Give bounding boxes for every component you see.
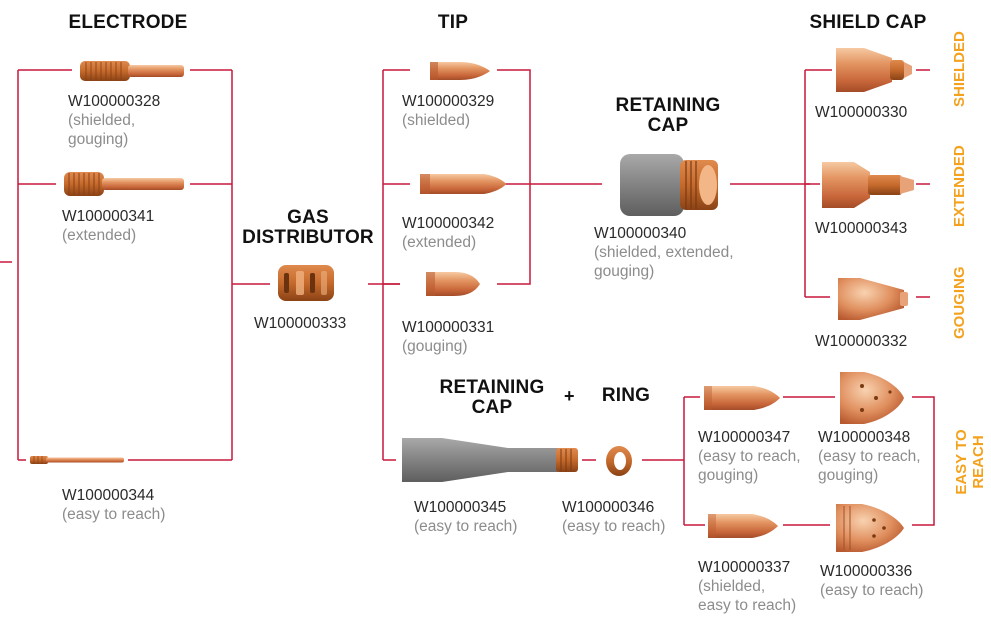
shield-cap-easy-reach-image xyxy=(834,500,910,556)
part-w333-label: W100000333 xyxy=(254,314,346,333)
part-w347-label: W100000347 (easy to reach, gouging) xyxy=(698,428,801,485)
electrode-extended-image xyxy=(62,168,188,200)
part-w330-label: W100000330 xyxy=(815,103,907,122)
part-description: (gouging) xyxy=(402,338,468,355)
label-gouging: GOUGING xyxy=(951,266,968,339)
shield-cap-gouging-image xyxy=(836,272,912,326)
label-easy-to-reach: EASY TO REACH xyxy=(953,429,987,495)
part-description: (shielded, extended, gouging) xyxy=(594,244,734,280)
part-w331-label: W100000331 (gouging) xyxy=(402,318,494,356)
part-w329-label: W100000329 (shielded) xyxy=(402,92,494,130)
part-description: (extended) xyxy=(402,234,477,251)
part-number: W100000328 xyxy=(68,93,161,110)
part-w345-label: W100000345 (easy to reach) xyxy=(414,498,517,536)
part-number: W100000336 xyxy=(820,563,913,580)
part-w343-label: W100000343 xyxy=(815,219,907,238)
part-description: (easy to reach) xyxy=(414,518,518,535)
part-description: (extended) xyxy=(62,227,137,244)
tip-gouging-image xyxy=(424,264,484,304)
label-shielded: SHIELDED xyxy=(951,31,968,107)
part-number: W100000332 xyxy=(815,333,908,350)
part-number: W100000348 xyxy=(818,429,911,446)
part-w328-label: W100000328 (shielded, gouging) xyxy=(68,92,160,149)
part-number: W100000333 xyxy=(254,315,347,332)
part-w342-label: W100000342 (extended) xyxy=(402,214,494,252)
part-description: (easy to reach) xyxy=(62,506,166,523)
part-number: W100000340 xyxy=(594,225,687,242)
part-number: W100000329 xyxy=(402,93,495,110)
tip-easy-reach-gouging-image xyxy=(702,382,782,414)
part-number: W100000342 xyxy=(402,215,495,232)
shield-cap-easy-reach-gouging-image xyxy=(838,368,908,428)
part-number: W100000344 xyxy=(62,487,155,504)
part-w340-label: W100000340 (shielded, extended, gouging) xyxy=(594,224,734,281)
part-number: W100000346 xyxy=(562,499,655,516)
header-electrode: ELECTRODE xyxy=(68,12,188,33)
electrode-short-image xyxy=(78,56,188,86)
tip-extended-image xyxy=(418,168,508,200)
part-w348-label: W100000348 (easy to reach, gouging) xyxy=(818,428,921,485)
electrode-long-image xyxy=(28,450,128,470)
part-description: (easy to reach) xyxy=(820,582,924,599)
ring-image xyxy=(602,444,636,478)
part-description: (shielded, easy to reach) xyxy=(698,578,797,614)
part-description: (shielded, gouging) xyxy=(68,112,136,148)
part-w337-label: W100000337 (shielded, easy to reach) xyxy=(698,558,796,615)
retaining-cap-long-image xyxy=(398,436,582,484)
part-w336-label: W100000336 (easy to reach) xyxy=(820,562,923,600)
part-number: W100000330 xyxy=(815,104,908,121)
header-retaining-cap-top: RETAINING CAP xyxy=(615,95,721,136)
part-w341-label: W100000341 (extended) xyxy=(62,207,154,245)
label-extended: EXTENDED xyxy=(951,145,968,227)
part-description: (easy to reach, gouging) xyxy=(818,448,921,484)
part-description: (easy to reach) xyxy=(562,518,666,535)
header-ring: RING xyxy=(601,385,651,406)
header-retaining-cap-bottom: RETAINING CAP xyxy=(439,377,545,418)
part-w346-label: W100000346 (easy to reach) xyxy=(562,498,665,536)
gas-distributor-image xyxy=(276,262,336,304)
part-number: W100000341 xyxy=(62,208,155,225)
part-number: W100000343 xyxy=(815,220,908,237)
retaining-cap-image xyxy=(618,152,722,218)
part-description: (easy to reach, gouging) xyxy=(698,448,801,484)
header-gas-distributor: GAS DISTRIBUTOR xyxy=(242,207,374,248)
shield-cap-extended-image xyxy=(820,158,920,212)
header-shield-cap: SHIELD CAP xyxy=(809,12,927,33)
part-number: W100000347 xyxy=(698,429,791,446)
part-w332-label: W100000332 xyxy=(815,332,907,351)
tip-easy-reach-shielded-image xyxy=(706,510,780,542)
part-number: W100000337 xyxy=(698,559,791,576)
tip-short-image xyxy=(428,56,492,86)
part-description: (shielded) xyxy=(402,112,471,129)
plus-sign: + xyxy=(564,386,575,406)
part-w344-label: W100000344 (easy to reach) xyxy=(62,486,165,524)
header-tip: TIP xyxy=(437,12,469,33)
part-number: W100000331 xyxy=(402,319,495,336)
shield-cap-shielded-image xyxy=(834,44,914,96)
part-number: W100000345 xyxy=(414,499,507,516)
